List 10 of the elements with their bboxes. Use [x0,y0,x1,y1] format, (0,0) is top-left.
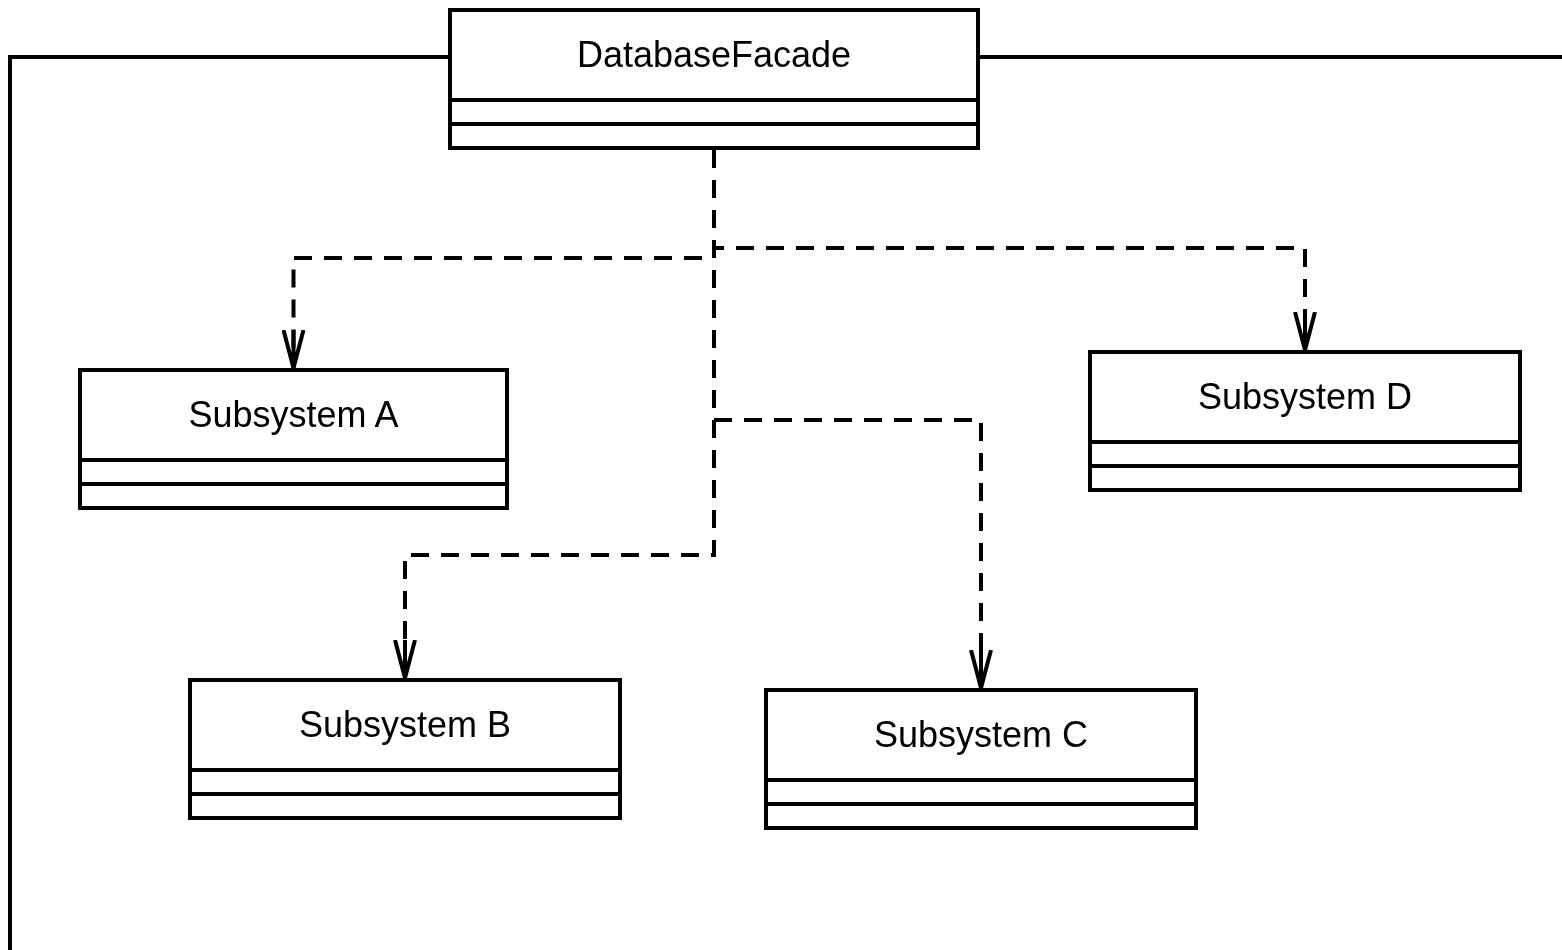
class-name: Subsystem D [1197,375,1413,419]
class-box [448,8,980,150]
class-box [78,368,509,510]
class-box [764,688,1198,830]
class-box [1088,350,1522,492]
class-name: DatabaseFacade [576,33,852,77]
class-name: Subsystem C [873,713,1089,757]
class-name: Subsystem A [188,393,399,437]
class-name: Subsystem B [298,703,512,747]
class-box [188,678,622,820]
